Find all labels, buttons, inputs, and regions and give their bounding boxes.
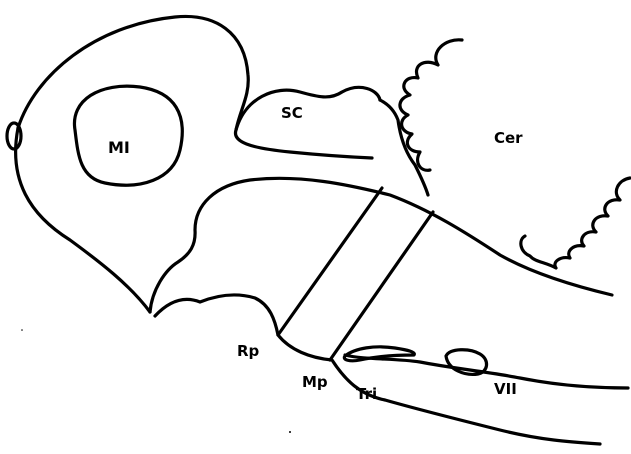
cerebellum-folia-outline: [400, 40, 462, 170]
transection-line-rostral: [278, 188, 382, 335]
brainstem-lower-contour: [155, 295, 600, 444]
outer-brain-outline: [18, 16, 372, 158]
transection-line-caudal: [330, 212, 433, 360]
label-mp: Mp: [302, 375, 328, 390]
small-speck: [289, 431, 291, 433]
cerebellum-right-folia: [521, 178, 630, 268]
label-rp: Rp: [237, 344, 259, 359]
label-sc: SC: [281, 106, 303, 121]
sc-region-outline: [236, 87, 380, 130]
label-vii: VII: [494, 382, 517, 397]
label-tri: Tri: [356, 387, 377, 402]
left-edge-notch: [7, 123, 21, 149]
label-cer: Cer: [494, 131, 523, 146]
label-mi: MI: [108, 140, 130, 156]
mi-region-outline: [74, 86, 182, 185]
small-speck: [21, 329, 23, 331]
brainstem-upper-contour: [150, 178, 612, 312]
